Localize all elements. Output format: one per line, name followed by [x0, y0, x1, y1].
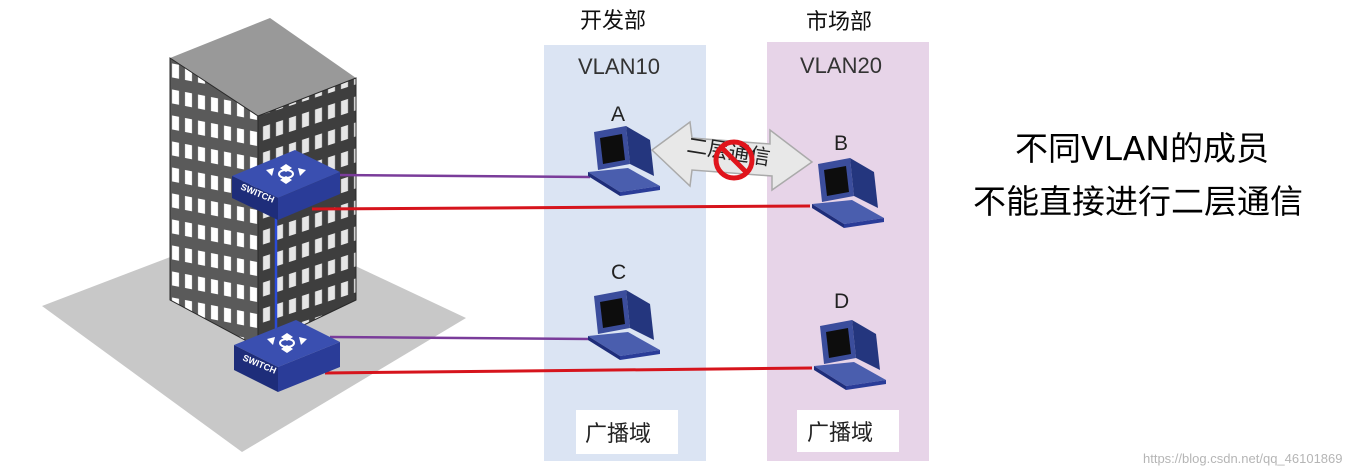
- blocked-icon: [713, 139, 755, 181]
- note-line-2: 不能直接进行二层通信: [973, 182, 1303, 221]
- dept-name-dev: 开发部: [580, 9, 646, 34]
- switch-upper: SWITCH: [232, 150, 340, 220]
- note-line-1: 不同VLAN的成员: [1015, 129, 1269, 168]
- computer-a: [588, 126, 660, 196]
- switch-lower: SWITCH: [234, 320, 340, 392]
- dept-column-vlan20: [767, 42, 929, 461]
- broadcast-label-vlan10: 广播域: [585, 422, 651, 447]
- link-switch1-pc-a: [335, 173, 591, 179]
- watermark: https://blog.csdn.net/qq_46101869: [1143, 451, 1343, 466]
- office-building: [169, 18, 357, 348]
- computer-b-label: B: [834, 132, 848, 155]
- broadcast-label-vlan20: 广播域: [807, 421, 873, 446]
- dept-name-market: 市场部: [806, 10, 872, 35]
- computer-c-label: C: [611, 261, 626, 284]
- computer-b: [812, 158, 884, 228]
- link-switch2-pc-d: [324, 366, 813, 375]
- computer-d: [814, 320, 886, 390]
- link-switch2-pc-c: [329, 335, 591, 341]
- broadcast-box-vlan20: [797, 410, 899, 452]
- dept-column-vlan10: [544, 45, 706, 461]
- computer-d-label: D: [834, 290, 849, 313]
- vlan-label-20: VLAN20: [800, 53, 882, 78]
- computer-c: [588, 290, 660, 360]
- computer-a-label: A: [611, 103, 625, 126]
- broadcast-box-vlan10: [576, 410, 678, 454]
- vlan-label-10: VLAN10: [578, 54, 660, 79]
- link-switch1-pc-b: [311, 204, 811, 211]
